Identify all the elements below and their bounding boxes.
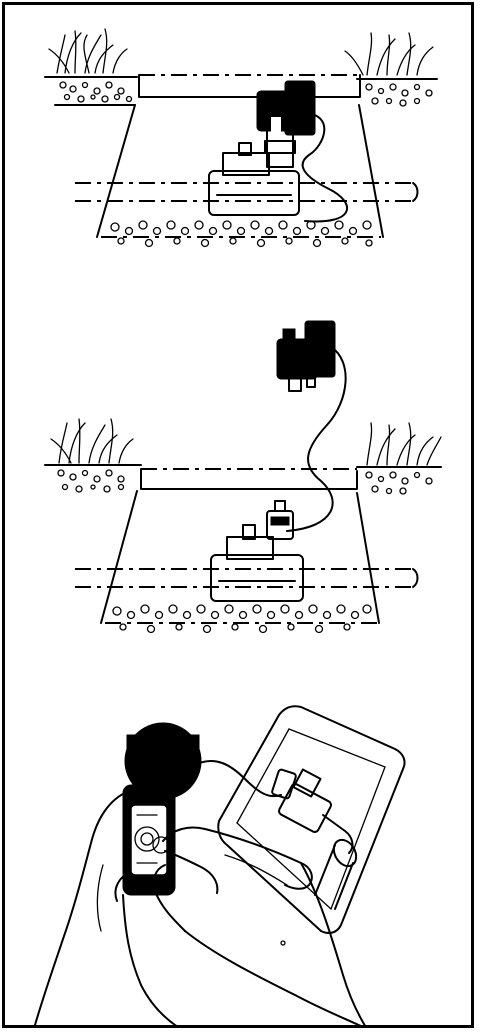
- solenoid-removed-illustration: [5, 305, 471, 665]
- figure-frame: [2, 2, 474, 1028]
- solenoid-attached: [257, 81, 315, 167]
- grass-right: [367, 423, 441, 465]
- grass-right: [345, 33, 433, 75]
- grass-left: [49, 29, 127, 73]
- pipe: [75, 569, 418, 587]
- gravel-bed: [101, 221, 381, 247]
- pipe: [75, 183, 418, 201]
- solenoid-attached-illustration: [5, 5, 471, 275]
- grass-left: [51, 419, 133, 463]
- right-hand: [153, 828, 367, 1029]
- gravel-bed: [105, 605, 377, 633]
- valve-box-open: [218, 706, 404, 933]
- panel-solenoid-removed: [5, 305, 471, 665]
- panel-handheld-controller: [5, 695, 471, 1028]
- solenoid-detached: [277, 321, 335, 391]
- soil-right: [357, 467, 441, 494]
- panel-solenoid-attached: [5, 5, 471, 275]
- soil-left: [45, 77, 137, 105]
- handheld-controller-illustration: [5, 695, 471, 1028]
- valve-box: [101, 469, 379, 623]
- soil-left: [45, 465, 141, 492]
- soil-right: [357, 79, 437, 106]
- valve-in-box: [271, 769, 360, 909]
- handheld-controller: [123, 723, 201, 895]
